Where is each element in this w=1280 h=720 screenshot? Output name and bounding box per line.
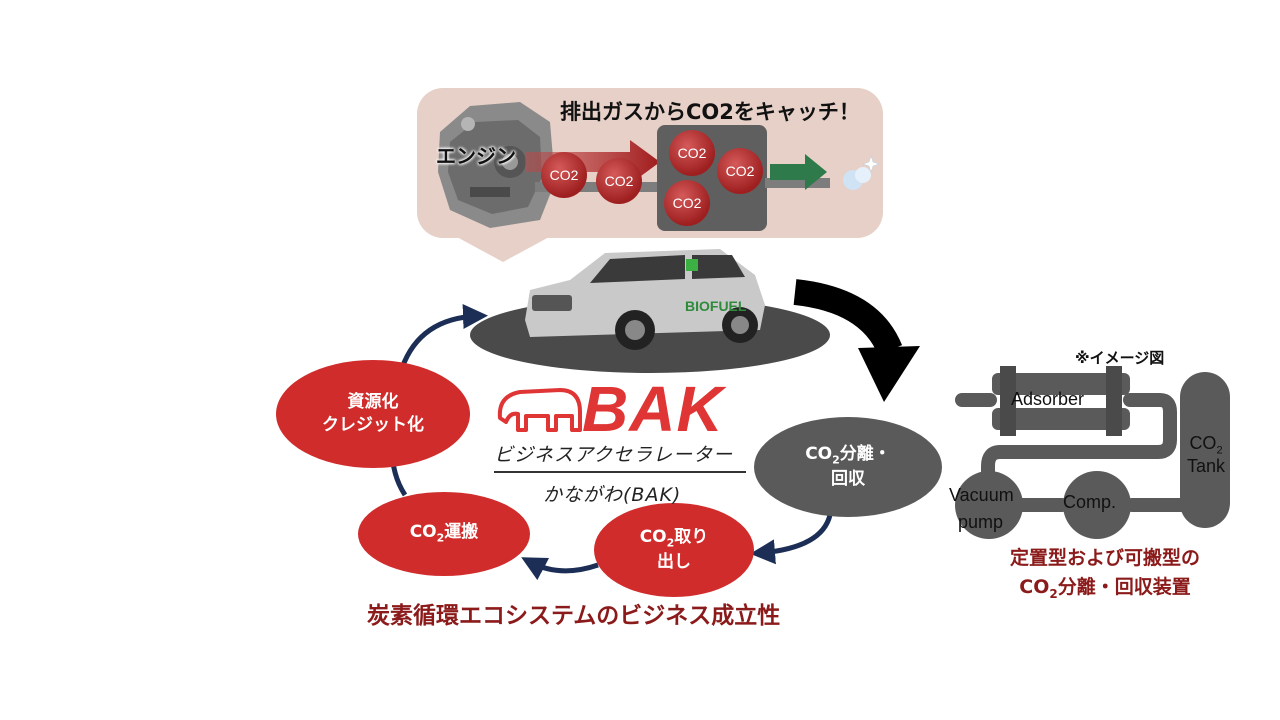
device-caption-line1: 定置型および可搬型の: [1009, 547, 1200, 569]
co2-transport-node: CO2運搬: [358, 492, 530, 576]
compressor-label: Comp.: [1063, 492, 1117, 512]
co2-extraction-node: CO2取り 出し: [594, 503, 754, 597]
clean-exhaust-arrow: [765, 154, 880, 190]
bak-subtitle-2: かながわ(BAK): [543, 484, 682, 506]
biofuel-car: BIOFUEL: [470, 249, 830, 373]
co2-tank-label: CO2 Tank: [1186, 433, 1226, 476]
co2-molecule: CO2: [717, 148, 763, 194]
extraction-line1: CO2取り: [639, 526, 709, 550]
vacuum-pump-label-2: pump: [958, 512, 1004, 532]
co2-molecule: CO2: [664, 180, 710, 226]
engine-illustration: [438, 102, 555, 228]
transport-line1: CO2運搬: [409, 522, 479, 545]
bak-subtitle-1: ビジネスアクセラレーター: [494, 444, 734, 466]
engine-label: エンジン: [436, 144, 516, 168]
bak-divider: [494, 471, 746, 473]
car-biofuel-logo: BIOFUEL: [685, 298, 747, 314]
capture-title: 排出ガスからCO2をキャッチ！: [560, 100, 860, 124]
adsorber-label: Adsorber: [1011, 389, 1085, 409]
device-caption-line2: CO2分離・回収装置: [1019, 575, 1191, 601]
resource-line1: 資源化: [347, 392, 399, 413]
tapir-logo-icon: [497, 388, 582, 432]
resource-line2: クレジット化: [322, 415, 424, 435]
vacuum-pump-label-1: Vacuum: [949, 485, 1014, 505]
resource-credit-node: 資源化 クレジット化: [276, 360, 470, 468]
bubble-tail: [455, 236, 551, 262]
ecosystem-caption: 炭素循環エコシステムのビジネス成立性: [367, 603, 781, 629]
separation-line2: 回収: [831, 469, 865, 490]
co2-molecule: CO2: [541, 152, 587, 198]
separation-line1: CO2分離・: [805, 443, 891, 467]
extraction-line2: 出し: [657, 552, 691, 573]
co2-molecule: CO2: [596, 158, 642, 204]
image-note: ※イメージ図: [1075, 349, 1165, 367]
bak-logo-text: BAK: [582, 373, 724, 445]
co2-separation-node: CO2分離・ 回収: [754, 417, 942, 517]
device-caption: 定置型および可搬型の CO2分離・回収装置: [960, 544, 1250, 602]
co2-molecule: CO2: [669, 130, 715, 176]
